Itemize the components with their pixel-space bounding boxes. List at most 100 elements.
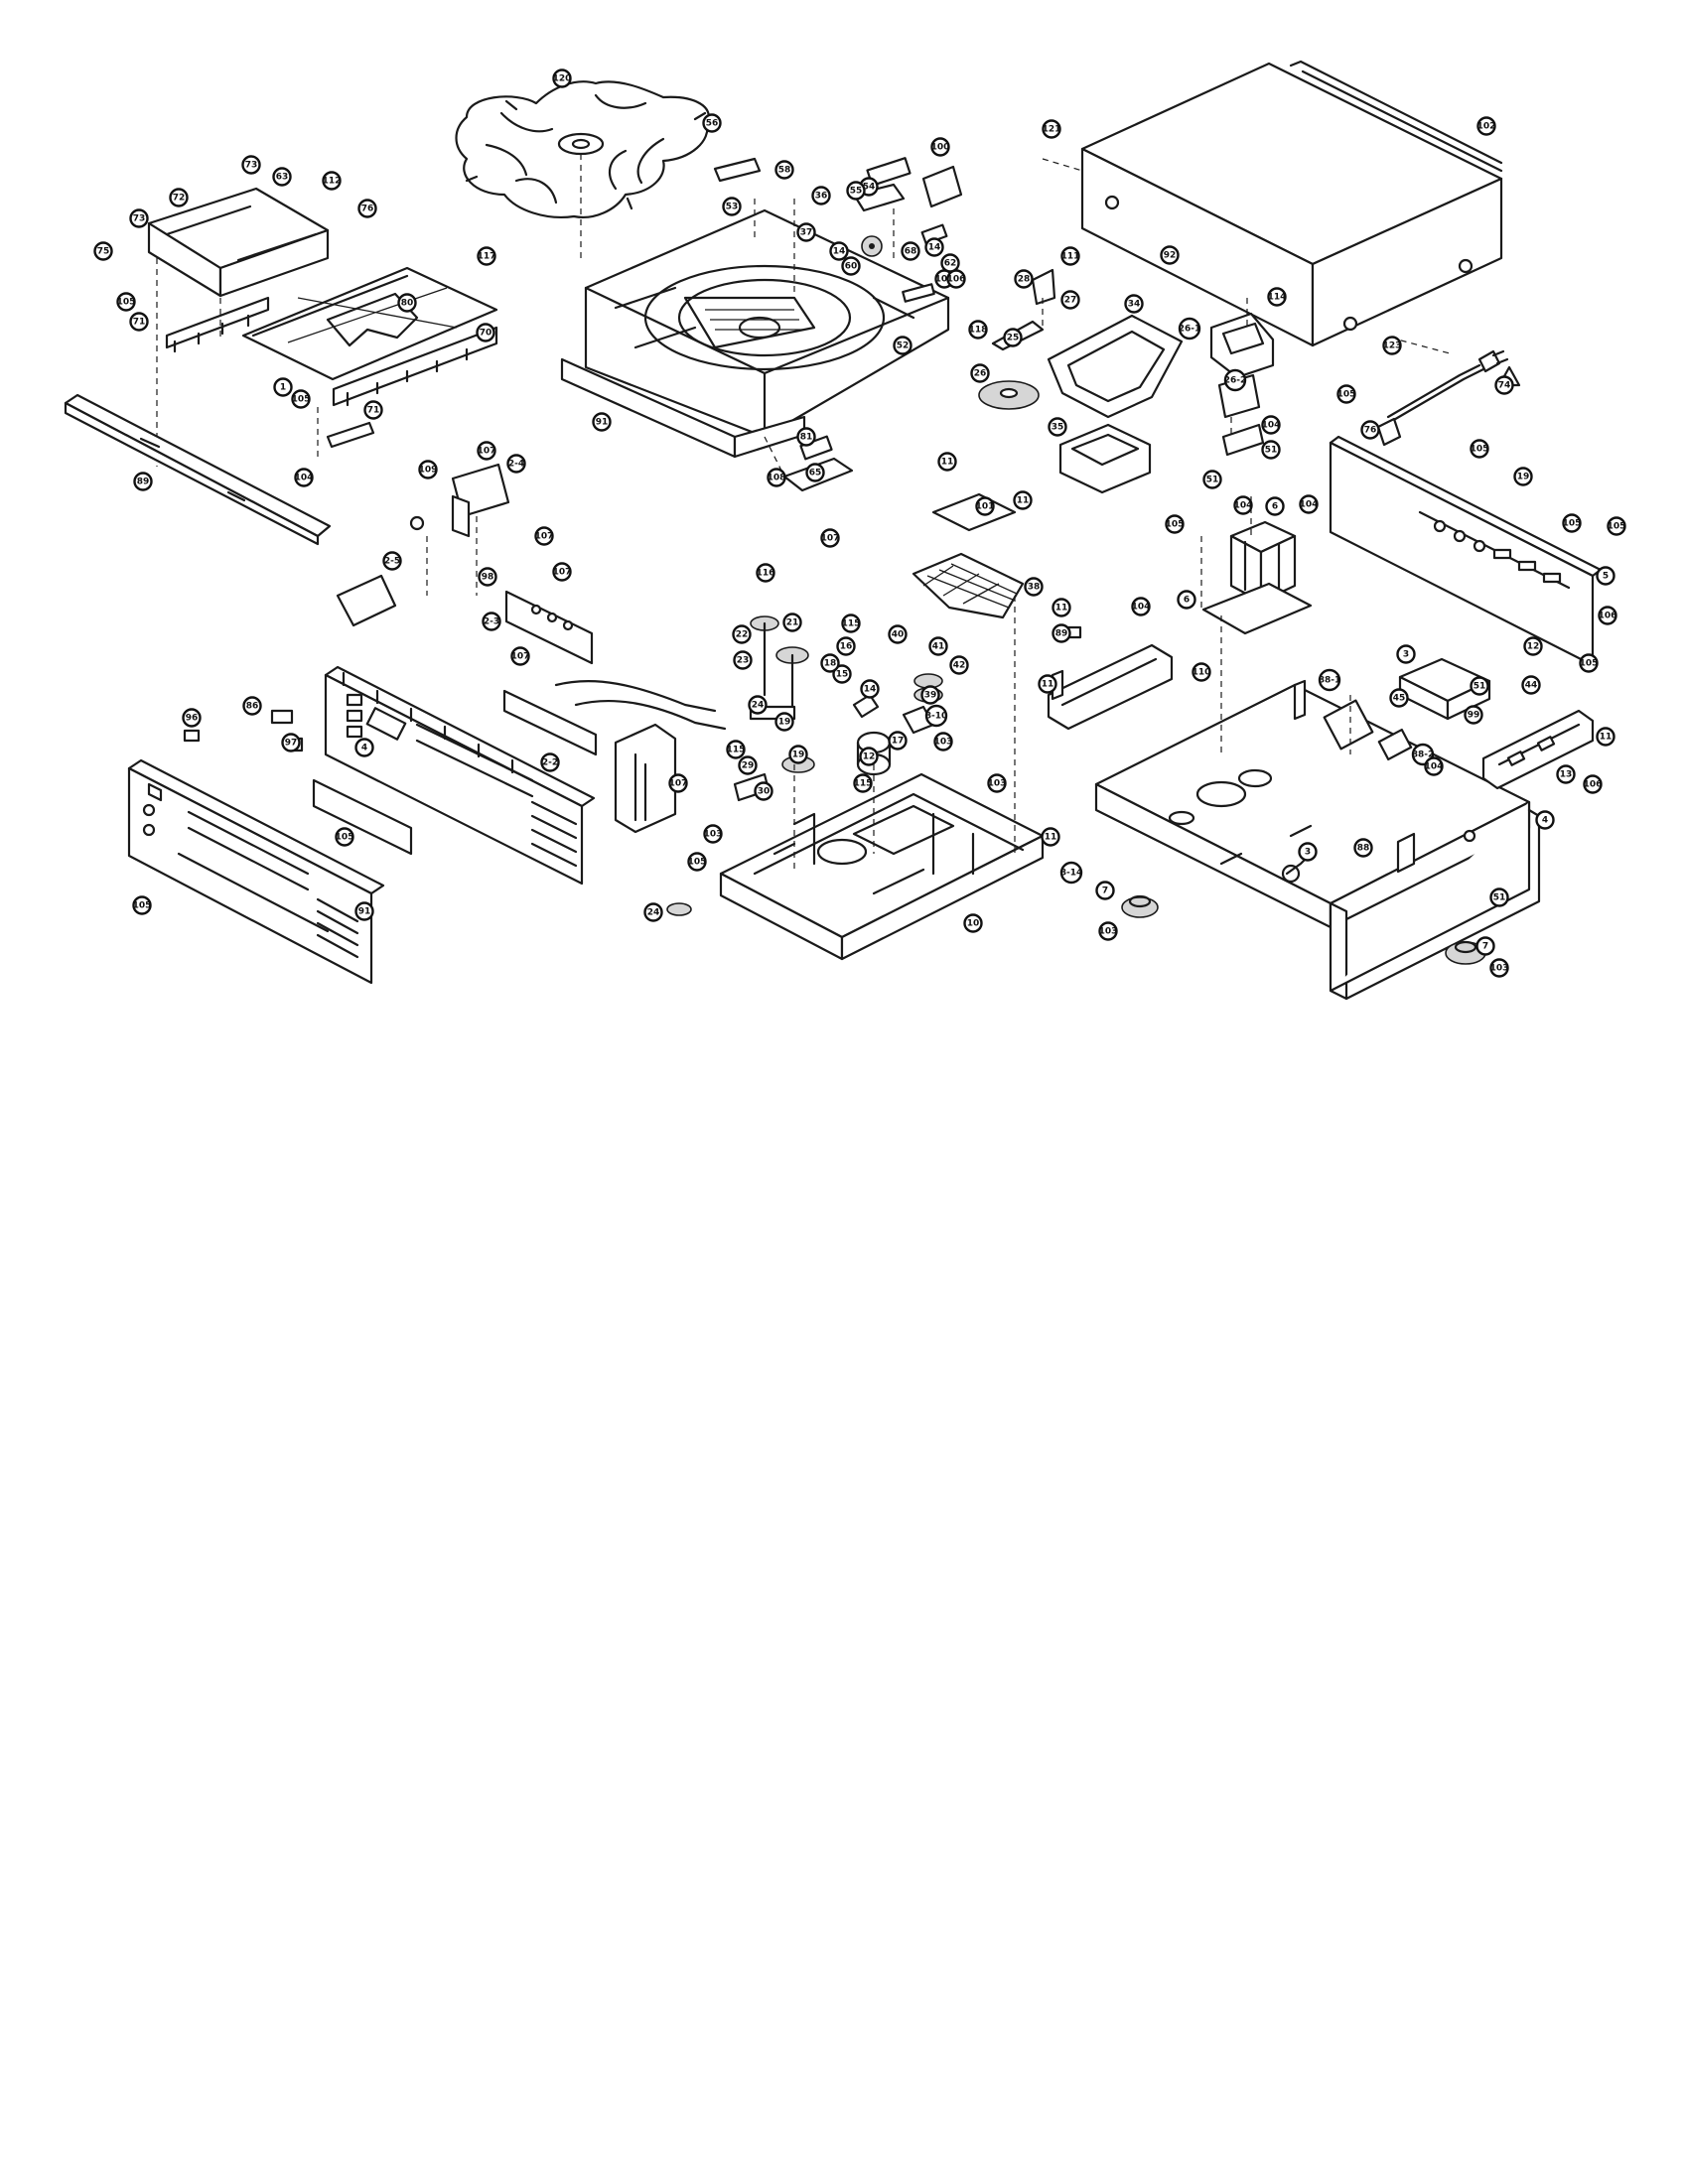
part-callout: 72 bbox=[169, 188, 189, 207]
part-callout: 70 bbox=[476, 323, 495, 342]
part-callout: 104 bbox=[1233, 495, 1253, 515]
part-callout: 91 bbox=[354, 901, 374, 921]
part-callout-label: 18 bbox=[824, 659, 837, 669]
part-callout-label: 2-5 bbox=[384, 557, 400, 567]
part-callout: 105 bbox=[291, 389, 311, 409]
part-callout: 42 bbox=[949, 655, 969, 675]
part-callout: 89 bbox=[133, 472, 153, 491]
cabinet-cover bbox=[1042, 60, 1503, 354]
part-callout-label: 123 bbox=[1383, 341, 1402, 351]
part-callout-label: 17 bbox=[892, 737, 905, 747]
part-callout: 38 bbox=[1024, 577, 1044, 597]
part-callout-label: 107 bbox=[535, 532, 554, 542]
part-callout-label: 15 bbox=[836, 670, 849, 680]
part-callout: 28 bbox=[1014, 269, 1034, 289]
part-callout-label: 106 bbox=[1584, 780, 1603, 790]
foot-right bbox=[1445, 940, 1486, 965]
part-callout: 56 bbox=[702, 113, 722, 133]
part-callout-label: 103 bbox=[935, 275, 954, 285]
part-callout: 71 bbox=[129, 312, 149, 332]
part-callout-label: 114 bbox=[1268, 293, 1287, 303]
part-callout-label: 12 bbox=[1527, 642, 1540, 652]
part-callout: 103 bbox=[1098, 921, 1118, 941]
part-callout-label: 2-3 bbox=[484, 617, 499, 627]
part-callout: 44 bbox=[1521, 675, 1541, 695]
part-callout: 101 bbox=[975, 496, 995, 516]
part-callout-label: 5 bbox=[1603, 572, 1609, 582]
part-callout-label: 110 bbox=[1193, 668, 1211, 678]
part-callout-label: 92 bbox=[1164, 251, 1177, 261]
part-callout: 104 bbox=[1261, 415, 1281, 435]
part-callout: 24 bbox=[748, 695, 768, 715]
part-callout-label: 103 bbox=[704, 830, 723, 840]
part-callout-label: 104 bbox=[1300, 500, 1319, 510]
right-pcb bbox=[1481, 709, 1595, 790]
part-callout: 30 bbox=[754, 781, 773, 801]
part-callout: 4 bbox=[354, 738, 374, 757]
part-callout: 12 bbox=[859, 747, 879, 766]
part-callout-label: 107 bbox=[821, 534, 840, 544]
part-callout: 89 bbox=[1052, 623, 1071, 643]
part-callout-label: 105 bbox=[133, 901, 152, 911]
part-callout-label: 51 bbox=[1265, 446, 1278, 456]
part-callout-label: 14 bbox=[928, 243, 941, 253]
part-callout-label: 42 bbox=[953, 661, 966, 671]
part-callout-label: 105 bbox=[1580, 659, 1599, 669]
part-callout: 51 bbox=[1202, 470, 1222, 489]
part-callout: 11 bbox=[937, 452, 957, 472]
part-callout-label: 86 bbox=[246, 702, 259, 712]
part-callout: 10 bbox=[963, 913, 983, 933]
part-callout: 117 bbox=[477, 246, 496, 266]
part-callout-label: 115 bbox=[854, 779, 873, 789]
part-callout-label: 104 bbox=[295, 474, 314, 483]
part-callout-label: 29 bbox=[742, 761, 755, 771]
part-callout: 19 bbox=[1513, 467, 1533, 486]
part-callout: 88 bbox=[1353, 838, 1373, 858]
part-callout-label: 26 bbox=[974, 369, 987, 379]
part-callout: 27 bbox=[1060, 290, 1080, 310]
part-callout-label: 105 bbox=[292, 395, 311, 405]
part-callout: 7 bbox=[1095, 881, 1115, 900]
part-callout-label: 107 bbox=[669, 779, 688, 789]
part-callout-label: 115 bbox=[727, 746, 746, 755]
part-callout: 76 bbox=[1360, 420, 1380, 440]
part-callout: 86 bbox=[242, 696, 262, 716]
part-callout: 6 bbox=[1177, 590, 1196, 610]
part-callout: 106 bbox=[1583, 774, 1603, 794]
part-callout: 23 bbox=[733, 650, 753, 670]
part-callout: 104 bbox=[1424, 756, 1444, 776]
left-rail bbox=[64, 393, 332, 546]
part-callout-label: 105 bbox=[1608, 522, 1626, 532]
part-callout: 115 bbox=[853, 773, 873, 793]
part-callout-label: 105 bbox=[1166, 520, 1185, 530]
part-callout: 116 bbox=[756, 563, 775, 583]
part-callout: 115 bbox=[841, 614, 861, 633]
part-callout-label: 73 bbox=[133, 214, 146, 224]
part-callout: 52 bbox=[893, 336, 912, 355]
part-callout: 13 bbox=[1556, 764, 1576, 784]
part-callout-label: 3 bbox=[1305, 848, 1311, 858]
part-callout-label: 13 bbox=[1560, 770, 1573, 780]
part-callout-label: 91 bbox=[596, 418, 609, 428]
part-callout-label: 27 bbox=[1064, 296, 1077, 306]
part-callout-label: 8-14 bbox=[1060, 869, 1083, 879]
part-callout-label: 112 bbox=[323, 177, 342, 187]
part-callout-label: 108 bbox=[768, 474, 786, 483]
part-callout-label: 115 bbox=[842, 619, 861, 629]
part-callout-label: 103 bbox=[988, 779, 1007, 789]
part-callout-label: 7 bbox=[1102, 887, 1108, 896]
part-callout: 103 bbox=[703, 824, 723, 844]
part-callout: 51 bbox=[1489, 887, 1509, 907]
part-callout: 19 bbox=[788, 745, 808, 764]
part-callout-label: 103 bbox=[1490, 964, 1509, 974]
power-cord bbox=[1376, 349, 1521, 447]
front-pcb-boards bbox=[336, 463, 727, 834]
part-callout-label: 73 bbox=[245, 161, 258, 171]
part-callout: 123 bbox=[1382, 336, 1402, 355]
part-callout-label: 97 bbox=[285, 739, 298, 749]
part-callout: 107 bbox=[668, 773, 688, 793]
part-callout: 105 bbox=[1336, 384, 1356, 404]
part-callout: 39 bbox=[920, 685, 940, 705]
part-callout: 2-4 bbox=[506, 454, 526, 474]
part-callout-label: 6 bbox=[1184, 596, 1190, 606]
